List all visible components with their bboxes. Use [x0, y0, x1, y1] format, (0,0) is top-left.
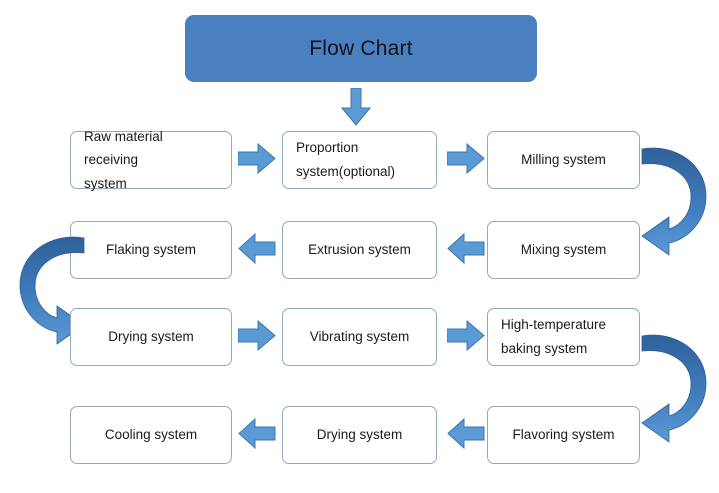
- connector-r1-b: [447, 143, 485, 174]
- node-cooling-system[interactable]: Cooling system: [70, 406, 232, 464]
- node-label: Milling system: [521, 152, 606, 168]
- node-flaking-system[interactable]: Flaking system: [70, 221, 232, 279]
- node-vibrating-system[interactable]: Vibrating system: [282, 308, 437, 366]
- node-label: Proportion system(optional): [296, 140, 396, 179]
- connector-r3-b: [447, 320, 485, 351]
- connector-uturn-right-top: [636, 143, 718, 261]
- node-drying-system-row3[interactable]: Drying system: [70, 308, 232, 366]
- node-label: Drying system: [316, 427, 403, 443]
- node-label: Cooling system: [104, 427, 198, 443]
- node-label: Mixing system: [520, 242, 607, 258]
- node-label: Flavoring system: [512, 427, 615, 443]
- connector-uturn-right-bottom: [636, 330, 718, 448]
- connector-title-down: [341, 88, 371, 126]
- page-title: Flow Chart: [309, 36, 413, 60]
- connector-r2-a: [238, 233, 276, 264]
- node-label: Vibrating system: [309, 329, 410, 345]
- node-proportion-system[interactable]: Proportion system(optional): [282, 131, 437, 189]
- connector-r2-b: [447, 233, 485, 264]
- connector-r3-a: [238, 320, 276, 351]
- node-drying-system-row4[interactable]: Drying system: [282, 406, 437, 464]
- connector-r4-b: [447, 418, 485, 449]
- node-label: Raw material receiving system: [84, 128, 163, 191]
- node-label: Drying system: [108, 329, 194, 345]
- node-label: Flaking system: [105, 242, 197, 258]
- flowchart-title-box: Flow Chart: [185, 15, 537, 82]
- connector-uturn-left: [8, 232, 90, 350]
- node-label: High-temperature baking system: [501, 317, 607, 356]
- node-high-temperature-baking-system[interactable]: High-temperature baking system: [487, 308, 640, 366]
- node-extrusion-system[interactable]: Extrusion system: [282, 221, 437, 279]
- node-mixing-system[interactable]: Mixing system: [487, 221, 640, 279]
- connector-r4-a: [238, 418, 276, 449]
- node-flavoring-system[interactable]: Flavoring system: [487, 406, 640, 464]
- node-label: Extrusion system: [308, 242, 411, 258]
- node-milling-system[interactable]: Milling system: [487, 131, 640, 189]
- node-raw-material-receiving-system[interactable]: Raw material receiving system: [70, 129, 232, 191]
- connector-r1-a: [238, 143, 276, 174]
